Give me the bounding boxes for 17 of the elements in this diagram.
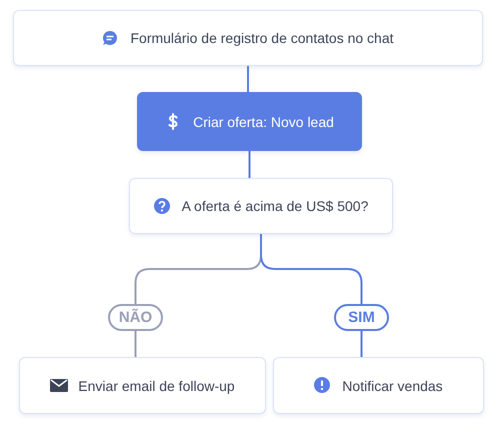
node-label: Criar oferta: Novo lead: [193, 114, 334, 130]
connector-line: [247, 66, 249, 92]
process-box: [19, 357, 266, 414]
connector-line: [248, 151, 250, 178]
process-box: [273, 357, 484, 414]
connector-line: [134, 331, 136, 357]
connector-line: [360, 331, 362, 357]
node-label: A oferta é acima de US$ 500?: [182, 198, 368, 214]
action-box: [137, 92, 362, 151]
node-label: Formulário de registro de contatos no chat: [130, 30, 394, 46]
node-label: Notificar vendas: [342, 378, 443, 394]
process-box: [129, 178, 393, 234]
branch-label: SIM: [334, 304, 389, 331]
connector-line: [260, 234, 362, 304]
node-label: Enviar email de follow-up: [78, 378, 235, 394]
branch-label: NÃO: [108, 304, 163, 331]
process-box: [13, 10, 483, 66]
